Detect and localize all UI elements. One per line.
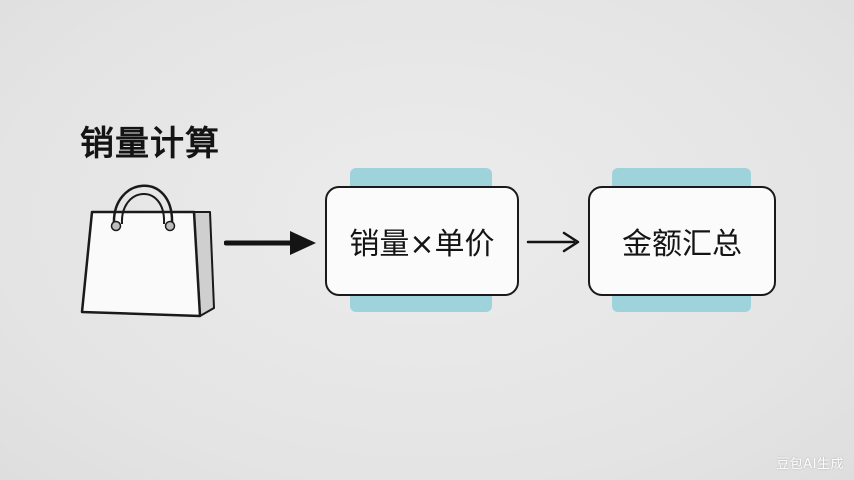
step-1-label: 销量×单价 [349, 227, 495, 262]
diagram-title: 销量计算 [80, 124, 220, 164]
step-2-box: 金额汇总 [588, 186, 776, 296]
arrow-right-icon [526, 231, 580, 253]
step-1-box: 销量×单价 [325, 186, 519, 296]
arrow-right-icon [224, 231, 316, 255]
shopping-bag-icon [80, 184, 215, 318]
watermark: 豆包AI生成 [776, 457, 844, 472]
step-2-label: 金额汇总 [622, 227, 742, 262]
